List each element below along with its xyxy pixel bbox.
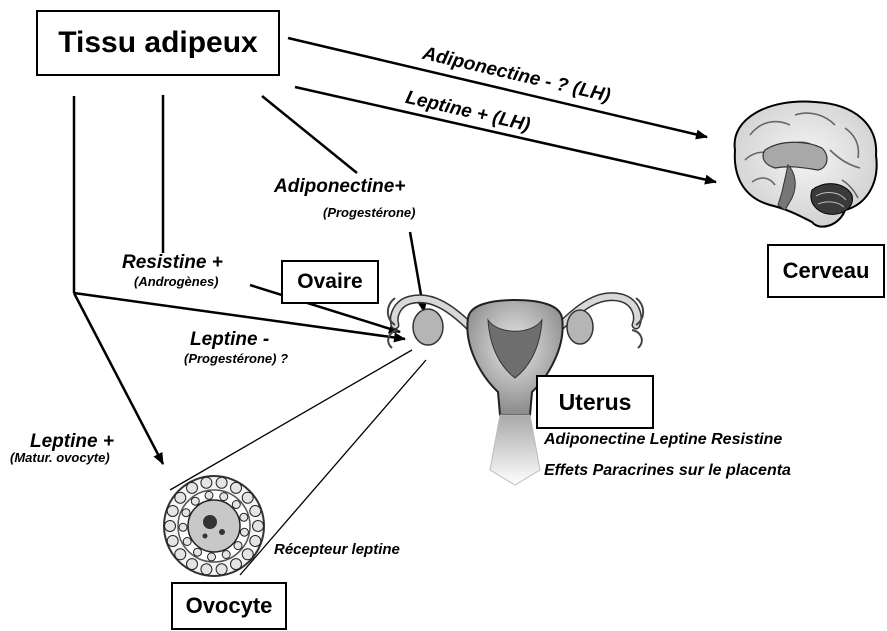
node-ovaire: Ovaire xyxy=(281,260,379,304)
granulosa-cell xyxy=(250,536,261,547)
granulosa-cell xyxy=(240,528,248,536)
label-leptine-oocyte-sub: (Matur. ovocyte) xyxy=(10,451,110,464)
node-cerveau-label: Cerveau xyxy=(783,258,870,284)
label-adipo-ovary-sub: (Progestérone) xyxy=(323,206,415,219)
granulosa-cell xyxy=(234,542,242,550)
label-uterus-line2: Effets Paracrines sur le placenta xyxy=(544,463,791,479)
granulosa-cell xyxy=(167,506,178,517)
granulosa-cell xyxy=(167,536,178,547)
granulosa-cell xyxy=(216,477,227,488)
granulosa-cell xyxy=(222,551,230,559)
label-resistine: Resistine + xyxy=(122,253,223,272)
granulosa-cell xyxy=(187,482,198,493)
granulosa-cell xyxy=(179,523,187,531)
granulosa-cell xyxy=(205,491,213,499)
label-uterus-line1: Adiponectine Leptine Resistine xyxy=(544,432,782,448)
label-resistine-sub: (Androgènes) xyxy=(134,275,219,288)
granulosa-cell xyxy=(231,559,242,570)
node-cerveau: Cerveau xyxy=(767,244,885,298)
label-recepteur: Récepteur leptine xyxy=(274,542,400,557)
node-ovocyte-label: Ovocyte xyxy=(186,593,273,619)
node-tissu-label: Tissu adipeux xyxy=(58,26,258,60)
granulosa-cell xyxy=(187,559,198,570)
label-leptine-ovary: Leptine - xyxy=(190,330,269,349)
label-leptine-ovary-sub: (Progestérone) ? xyxy=(184,352,288,365)
granulosa-cell xyxy=(240,513,248,521)
granulosa-cell xyxy=(216,564,227,575)
granulosa-cell xyxy=(191,497,199,505)
granulosa-cell xyxy=(231,482,242,493)
node-uterus: Uterus xyxy=(536,375,654,429)
zoom-line-1 xyxy=(170,350,412,490)
granulosa-cell xyxy=(253,521,264,532)
granulosa-cell xyxy=(242,492,253,503)
node-ovaire-label: Ovaire xyxy=(297,270,362,294)
granulosa-cell xyxy=(165,521,176,532)
label-leptine-oocyte: Leptine + xyxy=(30,432,114,451)
node-uterus-label: Uterus xyxy=(559,389,632,416)
granulosa-cell xyxy=(250,506,261,517)
granulosa-cell xyxy=(232,501,240,509)
granulosa-cell xyxy=(183,538,191,546)
granulosa-cell xyxy=(208,553,216,561)
granulosa-cell xyxy=(201,477,212,488)
granulosa-cell xyxy=(201,564,212,575)
brain-illustration xyxy=(735,101,877,226)
arrow-leptine-brain xyxy=(295,87,716,182)
line-adipo-ovary xyxy=(262,96,357,173)
granulosa-cell xyxy=(194,548,202,556)
label-adipo-ovary: Adiponectine+ xyxy=(274,177,405,196)
granulosa-cell xyxy=(182,509,190,517)
granulosa-cell xyxy=(175,549,186,560)
ovary-right xyxy=(567,310,593,344)
granulosa-cell xyxy=(175,492,186,503)
granulosa-cell xyxy=(220,493,228,501)
node-ovocyte: Ovocyte xyxy=(171,582,287,630)
granulosa-cell xyxy=(242,549,253,560)
ovary-left xyxy=(413,309,443,345)
node-tissu-adipeux: Tissu adipeux xyxy=(36,10,280,76)
